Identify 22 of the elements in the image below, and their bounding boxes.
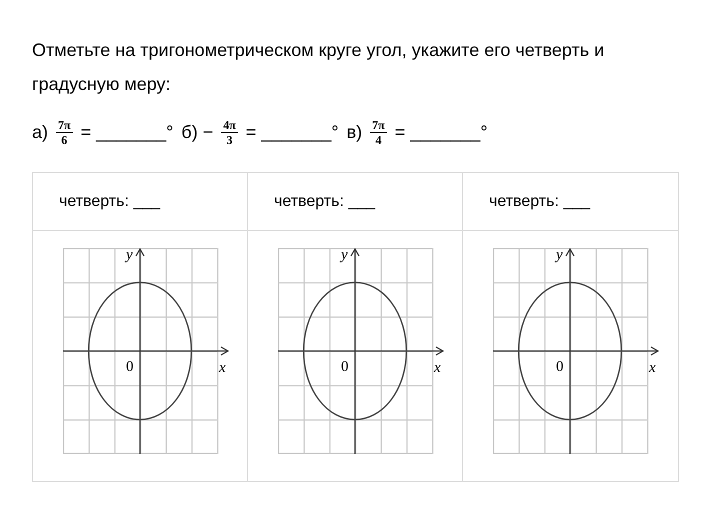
item-label: а) [32, 121, 48, 144]
quarter-prompt: четверть: ___ [59, 192, 160, 212]
axis-label: x [649, 361, 656, 376]
answer-blank: = _______° [394, 121, 488, 144]
quarter-prompt: четверть: ___ [489, 192, 590, 212]
task-text: Отметьте на тригонометрическом круге угол, укажите его четверть и градусную меру: [32, 39, 606, 96]
axis-label: x [219, 361, 226, 376]
answer-blank: = _______° [246, 121, 339, 144]
answer-blank: = _______° [80, 121, 174, 144]
fraction: 4π 3 [221, 118, 238, 147]
origin-label: 0 [341, 360, 348, 375]
axis-label: y [341, 248, 348, 263]
origin-label: 0 [126, 360, 134, 375]
quarter-prompt: четверть: ___ [274, 192, 376, 212]
axis-label: x [434, 361, 441, 376]
fraction: 7π 4 [370, 118, 387, 147]
axis-label: y [556, 248, 563, 263]
fraction: 7π 6 [56, 118, 73, 147]
item-label: б) − [181, 121, 214, 144]
origin-label: 0 [556, 360, 564, 375]
axis-label: y [126, 248, 133, 263]
item-label: в) [346, 121, 362, 144]
